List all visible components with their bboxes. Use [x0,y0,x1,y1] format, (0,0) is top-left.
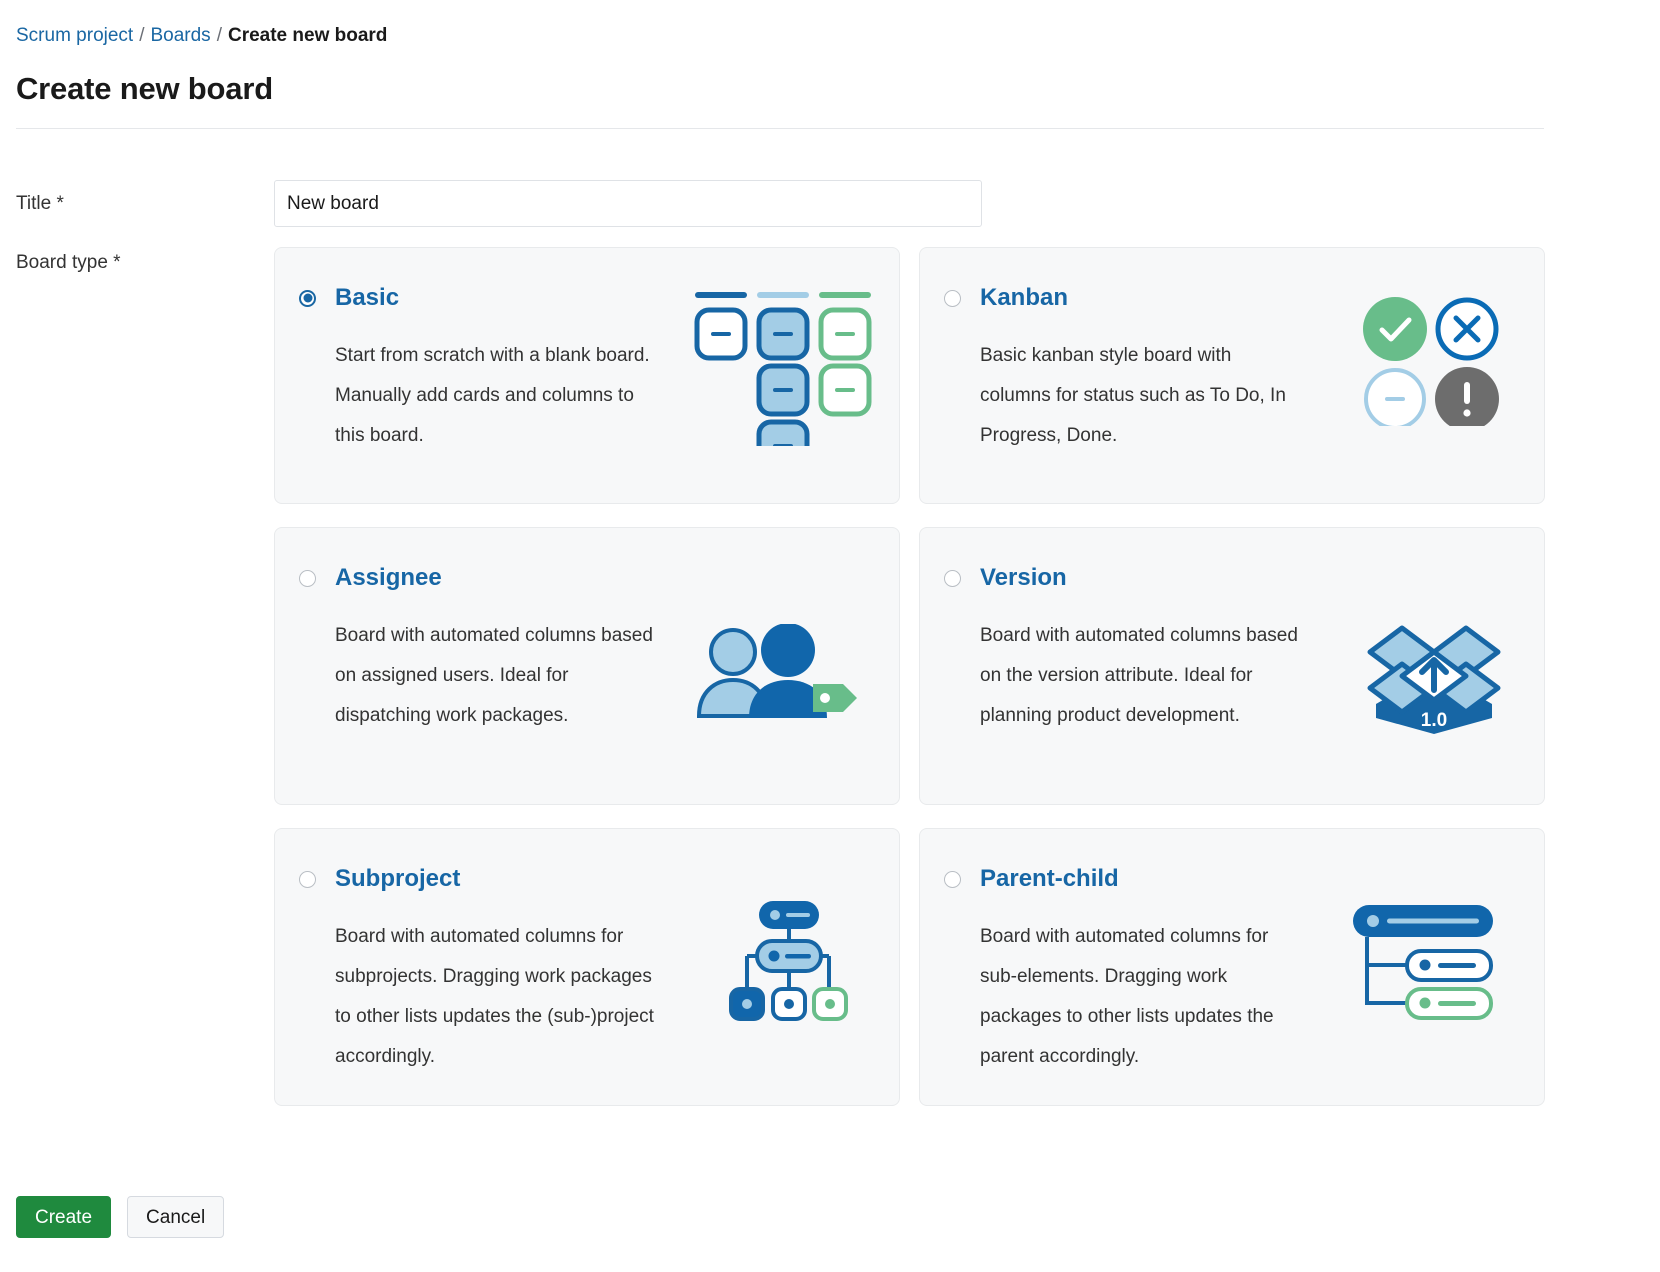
board-type-card-kanban[interactable]: Kanban Basic kanban style board with col… [919,247,1545,504]
radio-basic[interactable] [299,289,316,307]
board-type-card-subproject[interactable]: Subproject Board with automated columns … [274,828,900,1106]
version-badge-text: 1.0 [1421,710,1447,731]
board-type-description-subproject: Board with automated columns for subproj… [335,926,654,1067]
board-type-header-subproject: Subproject [275,829,899,893]
title-field-label: Title * [16,193,64,214]
board-type-title-kanban: Kanban [980,284,1069,311]
board-type-grid: Basic Start from scratch with a blank bo… [274,247,1545,1106]
board-type-header-basic: Basic [275,248,899,312]
breadcrumb-link-boards[interactable]: Boards [150,25,211,46]
radio-subproject[interactable] [299,870,316,888]
board-type-title-version: Version [980,564,1067,591]
board-type-description-assignee: Board with automated columns based on as… [335,625,653,726]
board-type-title-parent-child: Parent-child [980,865,1119,892]
breadcrumb: Scrum project/Boards/Create new board [16,24,387,48]
radio-kanban[interactable] [944,289,961,307]
cancel-button[interactable]: Cancel [127,1196,225,1238]
radio-parent-child[interactable] [944,870,961,888]
board-type-title-basic: Basic [335,284,400,311]
breadcrumb-separator-2: / [216,25,222,46]
form-actions: Create Cancel [16,1196,225,1238]
board-type-header-kanban: Kanban [920,248,1544,312]
board-type-label: Board type * [16,252,121,273]
board-type-card-parent-child[interactable]: Parent-child Board with automated column… [919,828,1545,1106]
breadcrumb-link-project[interactable]: Scrum project [16,25,134,46]
board-type-header-assignee: Assignee [275,528,899,592]
create-button[interactable]: Create [16,1196,112,1238]
parent-child-tree-icon [1351,903,1496,1026]
version-box-icon: 1.0 [1364,622,1504,742]
breadcrumb-current: Create new board [227,25,388,46]
hierarchy-tree-icon [723,899,853,1034]
board-type-description-basic: Start from scratch with a blank board. M… [335,345,650,446]
breadcrumb-separator-1: / [139,25,145,46]
board-type-title-assignee: Assignee [335,564,442,591]
board-type-header-version: Version [920,528,1544,592]
board-type-description-kanban: Basic kanban style board with columns fo… [980,345,1286,446]
status-circles-icon [1362,296,1502,431]
blank-board-icon [693,286,873,473]
radio-version[interactable] [944,569,961,587]
board-type-header-parent-child: Parent-child [920,829,1544,893]
radio-assignee[interactable] [299,569,316,587]
board-type-card-assignee[interactable]: Assignee Board with automated columns ba… [274,527,900,805]
board-type-card-version[interactable]: Version Board with automated columns bas… [919,527,1545,805]
board-type-title-subproject: Subproject [335,865,461,892]
board-type-description-version: Board with automated columns based on th… [980,625,1298,726]
page-title: Create new board [16,71,273,106]
board-type-card-basic[interactable]: Basic Start from scratch with a blank bo… [274,247,900,504]
users-icon [691,623,861,729]
title-input[interactable] [274,180,982,227]
board-type-description-parent-child: Board with automated columns for sub-ele… [980,926,1274,1067]
header-divider [16,128,1544,129]
